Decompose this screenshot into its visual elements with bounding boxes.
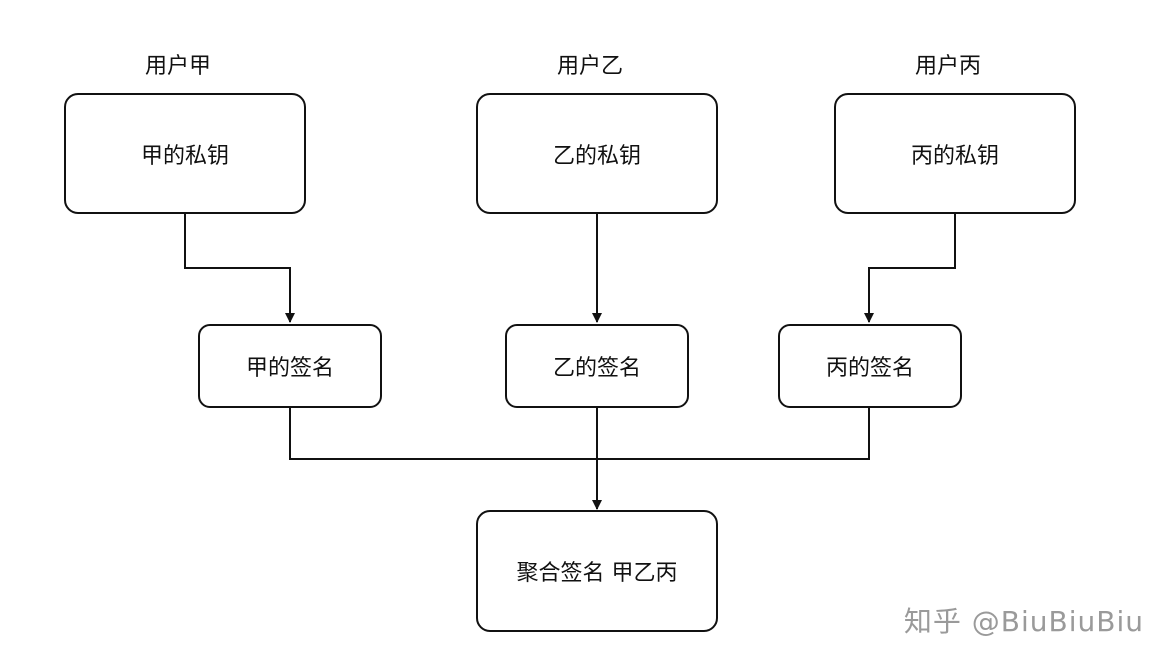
arrow-key-to-signature-a <box>184 212 295 323</box>
user-label-a: 用户甲 <box>144 54 212 79</box>
watermark: 知乎 @BiuBiuBiu <box>903 605 1144 638</box>
signature-box-c: 丙的签名 <box>778 324 962 408</box>
user-label-b: 用户乙 <box>556 54 624 79</box>
aggregate-signature-box: 聚合签名 甲乙丙 <box>476 510 718 632</box>
user-label-c: 用户丙 <box>914 54 982 79</box>
merge-line-c <box>597 406 870 460</box>
private-key-box-b: 乙的私钥 <box>476 93 718 214</box>
private-key-box-c: 丙的私钥 <box>834 93 1076 214</box>
arrow-key-to-signature-c <box>864 212 956 323</box>
signature-box-b: 乙的签名 <box>505 324 689 408</box>
private-key-box-a: 甲的私钥 <box>64 93 306 214</box>
signature-box-a: 甲的签名 <box>198 324 382 408</box>
merge-line-a <box>289 406 597 460</box>
